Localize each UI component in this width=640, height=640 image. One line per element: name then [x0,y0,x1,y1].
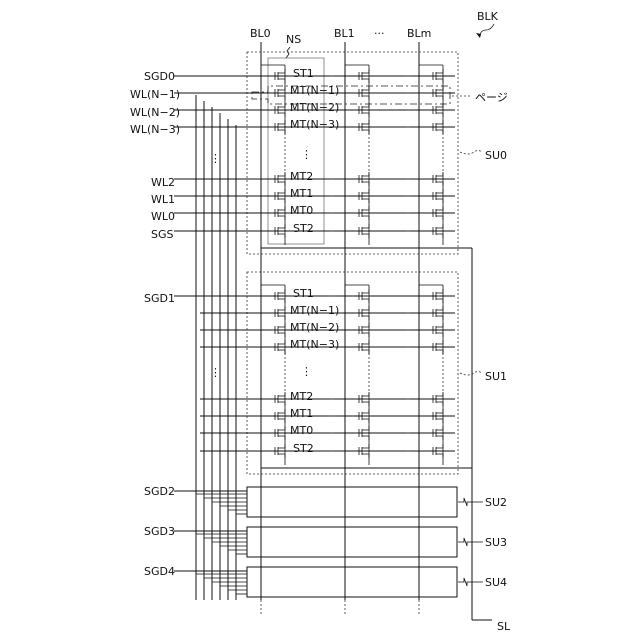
center-vdots-1: ⋮ [301,148,312,161]
su1-mt2-label: MT2 [290,390,313,403]
su0-mt1-label: MT1 [290,187,313,200]
su1-region [247,272,458,474]
su2-leader [458,498,483,506]
sl-label: SL [497,620,511,633]
blk-label: BLK [477,10,499,23]
su2-label: SU2 [485,496,507,509]
ns-leader [286,47,290,58]
center-vdots-2: ⋮ [301,365,312,378]
su0-st1-label: ST1 [293,67,314,80]
su3-leader [458,538,483,546]
su1-mtn1-label: MT(N−1) [290,304,339,317]
su1-mt0-label: MT0 [290,424,313,437]
su3-label: SU3 [485,536,507,549]
su0-mtn3-label: MT(N−3) [290,118,339,131]
bl-ellipsis: ··· [374,27,385,40]
su0-leader [460,151,482,155]
su0-mtn2-label: MT(N−2) [290,101,339,114]
sgd3-label: SGD3 [144,525,175,538]
blk-leader [480,24,494,35]
wln2-label: WL(N−2) [130,106,180,119]
su0-mtn1-label: MT(N−1) [290,84,339,97]
sgd2-label: SGD2 [144,485,175,498]
su0-mt2-label: MT2 [290,170,313,183]
su1-leader [460,372,482,376]
bl0-label: BL0 [250,27,271,40]
su0-region [247,52,458,254]
su2-box [247,487,457,517]
sgd1-label: SGD1 [144,292,175,305]
wl0-label: WL0 [151,210,175,223]
su4-box [247,567,457,597]
blm-label: BLm [407,27,431,40]
su3-box [247,527,457,557]
su1-mtn3-label: MT(N−3) [290,338,339,351]
su0-label: SU0 [485,149,507,162]
wl2-label: WL2 [151,176,175,189]
wln3-label: WL(N−3) [130,123,180,136]
bl1-label: BL1 [334,27,355,40]
page-region [252,86,450,104]
su1-st2-label: ST2 [293,442,314,455]
sgs-label: SGS [151,228,174,241]
wln1-label: WL(N−1) [130,88,180,101]
su4-label: SU4 [485,576,507,589]
wl1-label: WL1 [151,193,175,206]
sgd4-label: SGD4 [144,565,175,578]
su1-mt1-label: MT1 [290,407,313,420]
su0-mt0-label: MT0 [290,204,313,217]
su0-st2-label: ST2 [293,222,314,235]
su1-mtn2-label: MT(N−2) [290,321,339,334]
sgd0-label: SGD0 [144,70,175,83]
su1-label: SU1 [485,370,507,383]
su4-leader [458,578,483,586]
ns-label: NS [286,33,301,46]
su1-st1-label: ST1 [293,287,314,300]
page-label: ページ [475,91,508,104]
